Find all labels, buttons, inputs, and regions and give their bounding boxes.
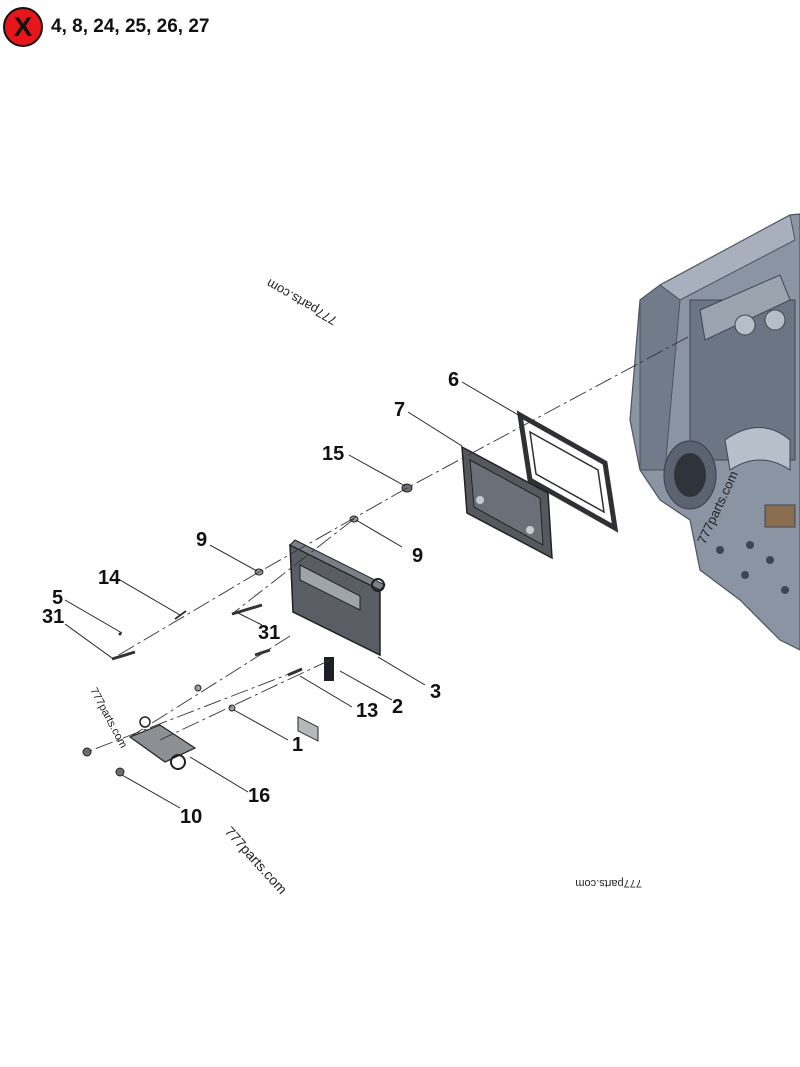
- callout-31-left: 31: [42, 606, 64, 628]
- callout-7: 7: [394, 399, 405, 421]
- callout-14: 14: [98, 567, 121, 589]
- assembly-lines: [86, 336, 689, 753]
- watermark-1: 777parts.com: [264, 276, 340, 328]
- excluded-parts-header: X 4, 8, 24, 25, 26, 27: [3, 4, 209, 50]
- callout-10: 10: [180, 806, 202, 828]
- watermark-5: 777parts.com: [575, 877, 642, 889]
- callout-1: 1: [292, 734, 303, 756]
- bracket-part-2: [324, 657, 334, 681]
- excluded-x-icon: X: [3, 7, 43, 47]
- gasket-part-6: [516, 410, 619, 533]
- engine-block: [629, 213, 800, 651]
- callout-9-left: 9: [196, 529, 207, 551]
- washer-center: [194, 684, 202, 692]
- callout-13: 13: [356, 700, 378, 722]
- callout-16: 16: [248, 785, 270, 807]
- leader-lines: [64, 381, 521, 809]
- watermark-3: 777parts.com: [87, 686, 129, 750]
- nut-left: [82, 747, 92, 757]
- plate-part-7: [461, 445, 553, 560]
- watermark-4: 777parts.com: [222, 823, 291, 897]
- callout-5: 5: [52, 587, 63, 609]
- nut-part-10: [115, 767, 125, 777]
- stud-lower: [254, 648, 271, 657]
- bolt-part-31-lower: [111, 650, 136, 661]
- callout-15: 15: [322, 443, 344, 465]
- callout-9-right: 9: [412, 545, 423, 567]
- ecm-module-part-3: [289, 539, 386, 742]
- callout-3: 3: [430, 681, 441, 703]
- excluded-x-symbol: X: [13, 11, 33, 42]
- callout-labels: 6 7 15 9 9 14 5 31 31 3 2 13 1 16 10: [42, 369, 459, 828]
- plate-part-16: [128, 716, 197, 770]
- excluded-parts-list: 4, 8, 24, 25, 26, 27: [51, 16, 210, 37]
- callout-2: 2: [392, 696, 403, 718]
- pin-part-14: [174, 610, 187, 620]
- part-5: [118, 632, 122, 636]
- bolt-part-31-upper: [231, 603, 263, 616]
- callout-6: 6: [448, 369, 459, 391]
- callout-31-right: 31: [258, 622, 280, 644]
